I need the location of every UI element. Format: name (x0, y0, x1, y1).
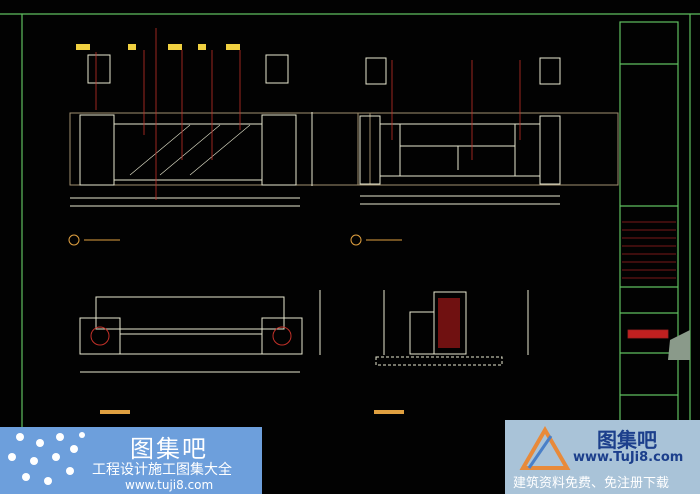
watermark-title: 图集吧 (130, 435, 208, 463)
section-view-04-red (438, 298, 460, 348)
plum-blossom-icon (8, 432, 85, 485)
elevation-view-01 (68, 54, 371, 246)
watermark-url: www.TuJi8.com (573, 450, 684, 465)
triangle-logo-icon (519, 426, 571, 470)
plan-view-03-red (90, 326, 292, 346)
section-view-04 (375, 290, 529, 366)
watermark-right: 图集吧 www.TuJi8.com 建筑资料免费、免注册下载 (505, 420, 700, 494)
watermark-title: 图集吧 (597, 428, 657, 452)
watermark-url: www.tuji8.com (125, 478, 214, 492)
watermark-slogan: 建筑资料免费、免注册下载 (513, 476, 670, 491)
title-block-rows (622, 221, 676, 339)
view-titles (100, 410, 404, 414)
elevation-view-02-leaders (391, 60, 521, 160)
elevation-view-01-leaders (95, 28, 241, 200)
watermark-left: 图集吧 工程设计施工图集大全 www.tuji8.com (0, 427, 262, 494)
watermark-subtitle: 工程设计施工图集大全 (92, 462, 232, 478)
grey-triangle-icon (668, 330, 690, 360)
elevation-view-02 (350, 57, 619, 246)
elevation-view-01-labels (76, 44, 240, 50)
plan-view-03 (79, 290, 321, 373)
